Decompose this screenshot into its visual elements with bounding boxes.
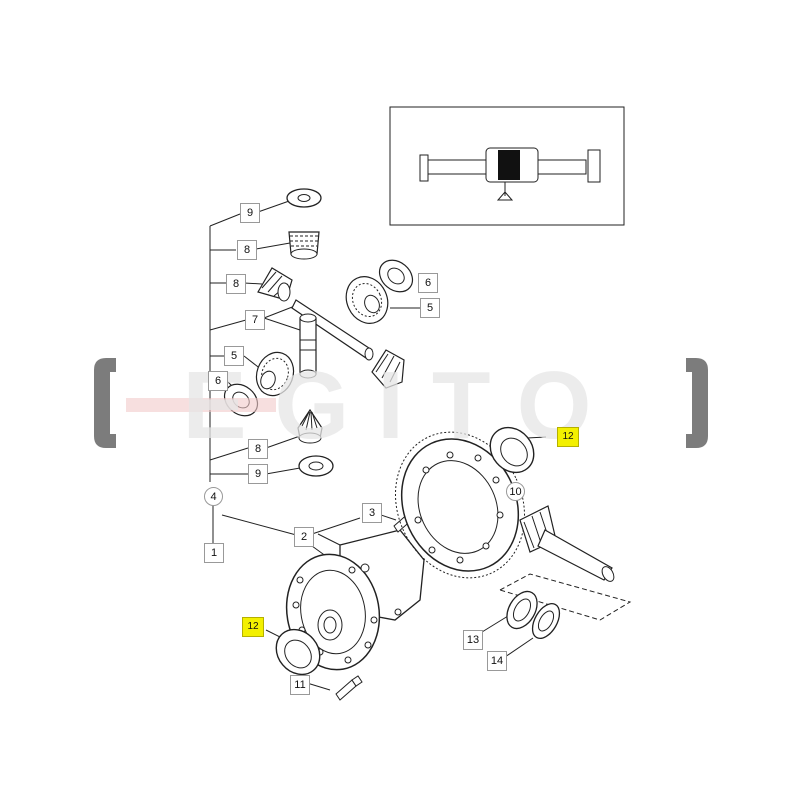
case-bolt-bottom xyxy=(335,675,363,701)
inset-locator xyxy=(389,106,625,226)
callout-1: 1 xyxy=(204,543,224,563)
callout-washer-bottom: 9 xyxy=(248,464,268,484)
callout-case-bolt-top: 3 xyxy=(362,503,382,523)
thrust-washer-right xyxy=(378,259,414,293)
callout-4: 4 xyxy=(204,487,223,506)
pinion-housing-outline xyxy=(498,573,632,621)
callout-pinion-gear-bottom: 8 xyxy=(248,439,268,459)
washer-bottom xyxy=(298,455,334,477)
side-gear-right xyxy=(345,276,389,324)
callout-bearing-upper: 12 xyxy=(557,427,579,447)
pinion-gear-bottom xyxy=(297,408,323,444)
bearing-upper xyxy=(489,426,535,474)
callout-side-gear-left: 5 xyxy=(224,346,244,366)
washer-top xyxy=(286,188,322,208)
callout-side-gear-right: 5 xyxy=(420,298,440,318)
callout-pinion-gear-left: 8 xyxy=(226,274,246,294)
pinion-gear-left xyxy=(257,267,293,302)
drive-pinion xyxy=(519,505,615,582)
side-gear-left xyxy=(255,351,295,397)
callout-pinion-gear-top: 8 xyxy=(237,240,257,260)
side-gear-lower xyxy=(371,349,405,389)
pinion-shim xyxy=(531,603,561,639)
callout-washer-top: 9 xyxy=(240,203,260,223)
callout-pinion-bearing: 13 xyxy=(463,630,483,650)
callout-case-bolt-bottom: 11 xyxy=(290,675,310,695)
callout-thrust-washer-right: 6 xyxy=(418,273,438,293)
callout-differential-case: 2 xyxy=(294,527,314,547)
pinion-bearing xyxy=(506,590,538,630)
callout-ring-gear: 10 xyxy=(506,482,525,501)
callout-bearing-lower: 12 xyxy=(242,617,264,637)
callout-thrust-washer-left: 6 xyxy=(208,371,228,391)
callout-cross-shaft: 7 xyxy=(245,310,265,330)
pinion-gear-top xyxy=(288,231,320,260)
ring-gear xyxy=(394,431,526,579)
callout-pinion-shim: 14 xyxy=(487,651,507,671)
cross-shaft xyxy=(291,299,374,379)
bearing-lower xyxy=(275,628,321,676)
